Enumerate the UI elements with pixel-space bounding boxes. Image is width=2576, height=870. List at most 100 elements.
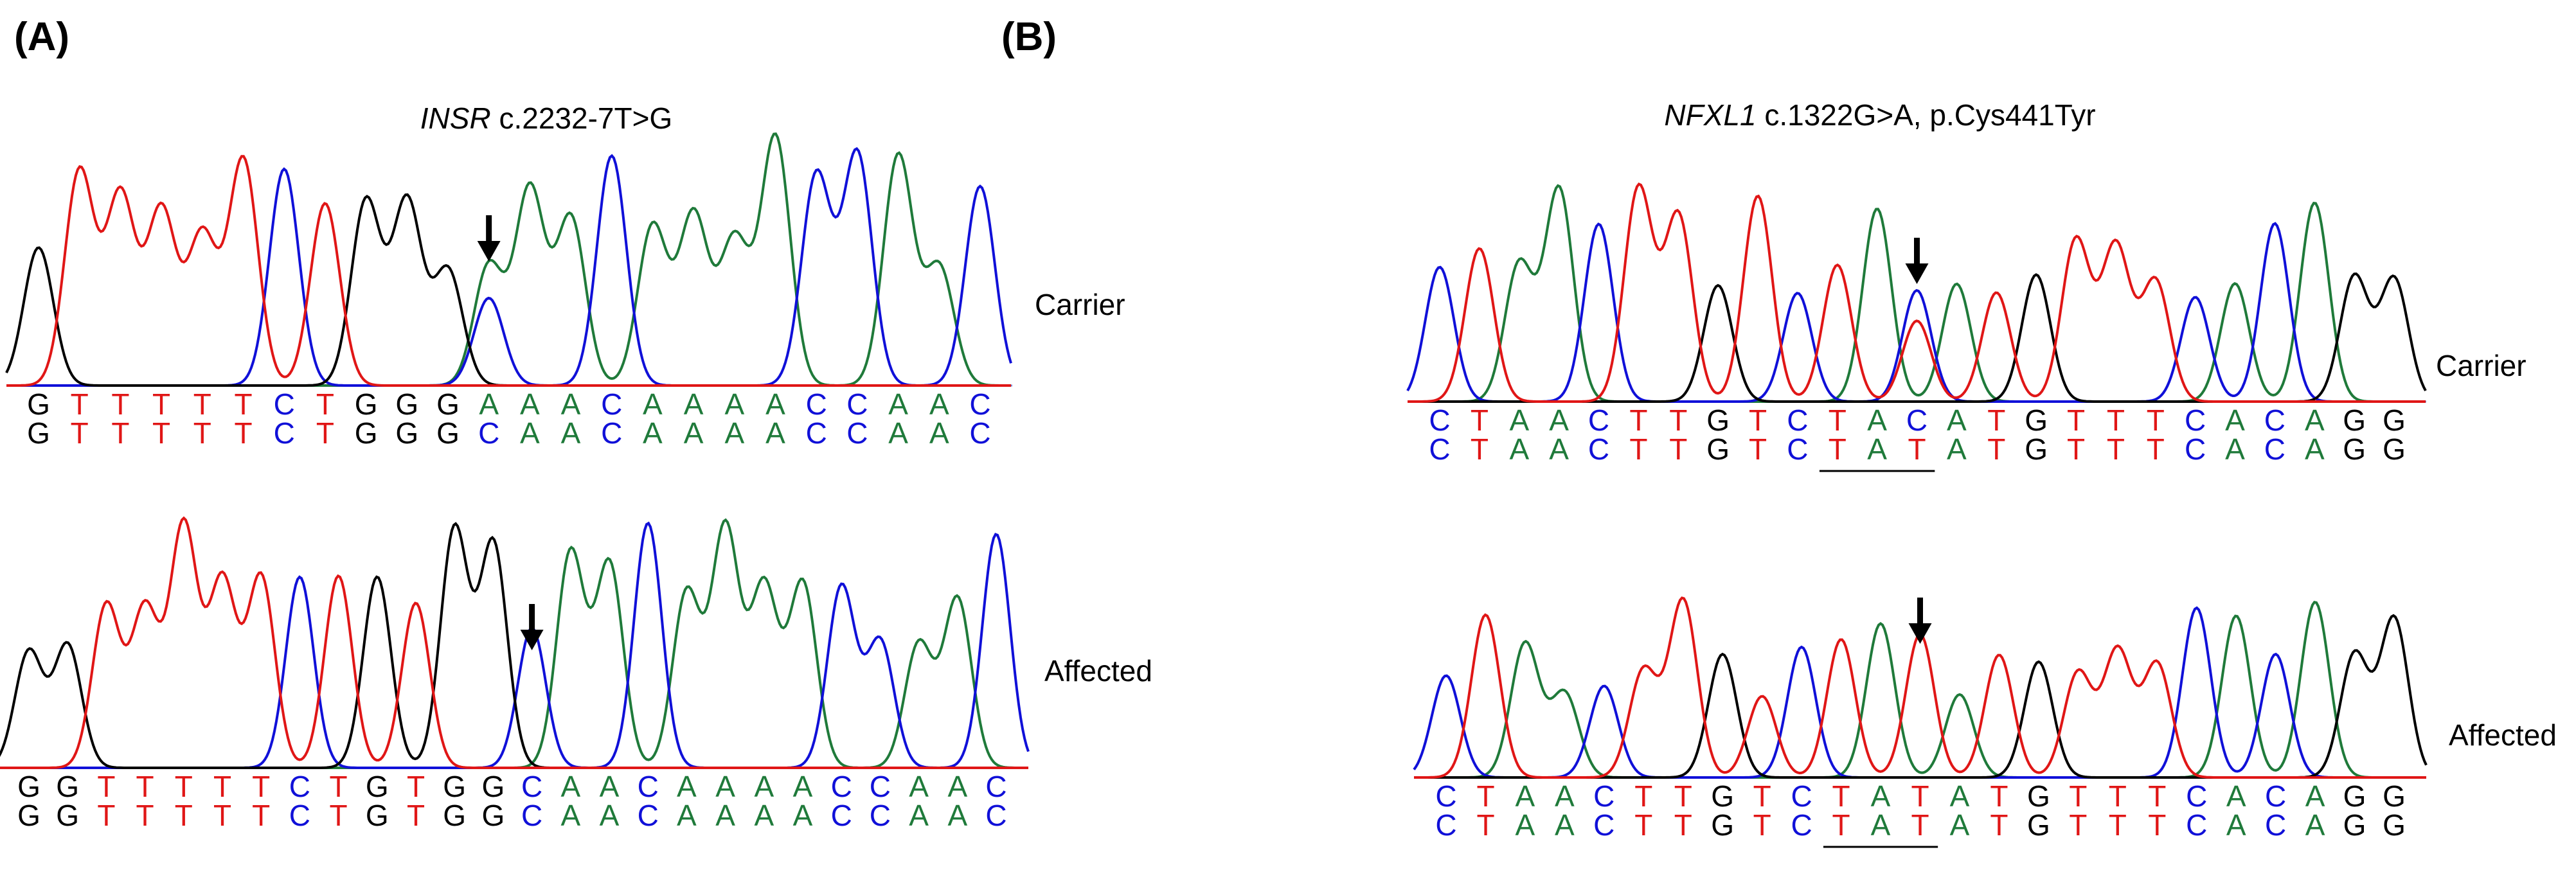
panel-a-gene: INSR <box>420 102 491 135</box>
base-call-read1: T <box>136 770 154 803</box>
base-call-read1: G <box>2343 779 2366 813</box>
base-call-read2: A <box>724 416 744 450</box>
base-call-read2: T <box>2147 432 2165 466</box>
base-call-read1: G <box>27 387 50 421</box>
base-call-read2: T <box>136 799 154 832</box>
base-call-read1: A <box>2226 779 2246 813</box>
base-call-read1: T <box>1753 779 1771 813</box>
base-call-read1: T <box>330 770 348 803</box>
trace-c <box>1406 222 2426 403</box>
base-call-read2: C <box>2186 808 2207 842</box>
base-call-read1: A <box>1867 404 1887 437</box>
base-call-read2: A <box>684 416 704 450</box>
base-call-read1: T <box>152 387 170 421</box>
base-call-read1: C <box>806 387 827 421</box>
base-call-read2: C <box>831 799 852 832</box>
base-call-read2: T <box>407 799 425 832</box>
base-call-read2: T <box>1829 432 1847 466</box>
base-call-read1: T <box>1669 404 1687 437</box>
base-call-read1: C <box>1435 779 1456 813</box>
base-call-read2: C <box>1435 808 1456 842</box>
base-call-read1: A <box>1555 779 1575 813</box>
base-call-read2: A <box>754 799 774 832</box>
base-call-read1: C <box>289 770 310 803</box>
base-call-read1: C <box>2265 779 2286 813</box>
base-call-read2: T <box>213 799 231 832</box>
base-call-read1: A <box>1950 779 1970 813</box>
base-call-read1: G <box>2383 779 2406 813</box>
base-call-read1: T <box>1471 404 1489 437</box>
base-call-read2: G <box>366 799 389 832</box>
base-call-read1: C <box>1787 404 1808 437</box>
base-call-read1: A <box>1509 404 1529 437</box>
base-call-read1: C <box>521 770 542 803</box>
base-call-read1: A <box>600 770 620 803</box>
base-call-read1: C <box>638 770 659 803</box>
base-call-read1: G <box>443 770 466 803</box>
trace-t <box>6 155 1011 387</box>
trace-a <box>0 518 1028 769</box>
base-call-read2: C <box>870 799 891 832</box>
base-call-read1: T <box>1990 779 2008 813</box>
base-call-read1: G <box>1706 404 1730 437</box>
base-call-read1: A <box>929 387 949 421</box>
base-call-read2: T <box>252 799 270 832</box>
base-call-read1: A <box>724 387 744 421</box>
base-call-read2: G <box>482 799 505 832</box>
trace-c <box>0 521 1030 769</box>
panel-a-carrier-chromatogram: GGTTTTTTTTTTCCTTGGGGGGACAAAACCAAAAAAAACC… <box>5 132 1012 450</box>
panel-b-letter: (B) <box>1001 15 1057 59</box>
base-call-read1: G <box>395 387 418 421</box>
base-call-read1: A <box>561 387 581 421</box>
mutation-arrow-icon <box>1908 623 1932 644</box>
trace-g <box>1408 272 2427 403</box>
base-call-read1: T <box>1749 404 1767 437</box>
base-call-read1: A <box>1549 404 1569 437</box>
base-call-read2: T <box>152 416 170 450</box>
base-call-read1: A <box>684 387 704 421</box>
base-call-read1: C <box>846 387 868 421</box>
base-call-read1: C <box>1906 404 1928 437</box>
base-call-read1: G <box>2383 404 2406 437</box>
panel-b-title: NFXL1 c.1322G>A, p.Cys441Tyr <box>1664 98 2095 132</box>
base-call-read1: C <box>2185 404 2206 437</box>
base-call-read2: C <box>478 416 499 450</box>
base-call-read1: A <box>560 770 580 803</box>
base-call-read2: T <box>111 416 129 450</box>
panel-b-carrier-chromatogram: CCTTAAAACCTTTTGGTTCCTTAACTAATTGGTTTTTTCC… <box>1406 182 2427 472</box>
panel-a-affected-chromatogram: GGGGTTTTTTTTTTCCTTGGTTGGGGCCAAAACCAAAAAA… <box>0 516 1030 832</box>
panel-b-affected-chromatogram: CCTTAAAACCTTTTGGTTCCTTAATTAATTGGTTTTTTCC… <box>1413 596 2428 848</box>
base-call-read1: C <box>985 770 1006 803</box>
base-call-read2: A <box>643 416 663 450</box>
base-call-read1: T <box>2067 404 2085 437</box>
base-call-read2: C <box>806 416 827 450</box>
base-call-read2: C <box>985 799 1006 832</box>
base-call-read2: C <box>601 416 622 450</box>
panel-b-affected-label: Affected <box>2449 718 2557 752</box>
base-call-read1: A <box>2305 404 2325 437</box>
base-call-read2: T <box>2148 808 2166 842</box>
base-call-read2: T <box>1753 808 1771 842</box>
base-call-read1: G <box>366 770 389 803</box>
base-call-read2: A <box>715 799 735 832</box>
base-call-read2: T <box>316 416 334 450</box>
base-call-read2: T <box>1911 808 1929 842</box>
base-call-read1: T <box>2069 779 2087 813</box>
base-call-read1: C <box>274 387 295 421</box>
base-call-read1: T <box>97 770 115 803</box>
base-call-read2: A <box>1516 808 1535 842</box>
base-call-read1: G <box>2343 404 2366 437</box>
base-call-read1: T <box>1987 404 2005 437</box>
panel-a-title: INSR c.2232-7T>G <box>420 102 672 135</box>
base-call-read2: T <box>2069 808 2087 842</box>
base-call-read1: G <box>436 387 460 421</box>
base-call-read2: T <box>1669 432 1687 466</box>
base-call-read2: C <box>2185 432 2206 466</box>
mutation-arrow-icon <box>477 241 501 262</box>
trace-t <box>0 516 1028 769</box>
base-call-read1: T <box>1476 779 1494 813</box>
base-call-read2: C <box>521 799 542 832</box>
base-call-read2: A <box>1555 808 1575 842</box>
base-call-read1: G <box>482 770 505 803</box>
trace-a <box>1408 184 2426 403</box>
